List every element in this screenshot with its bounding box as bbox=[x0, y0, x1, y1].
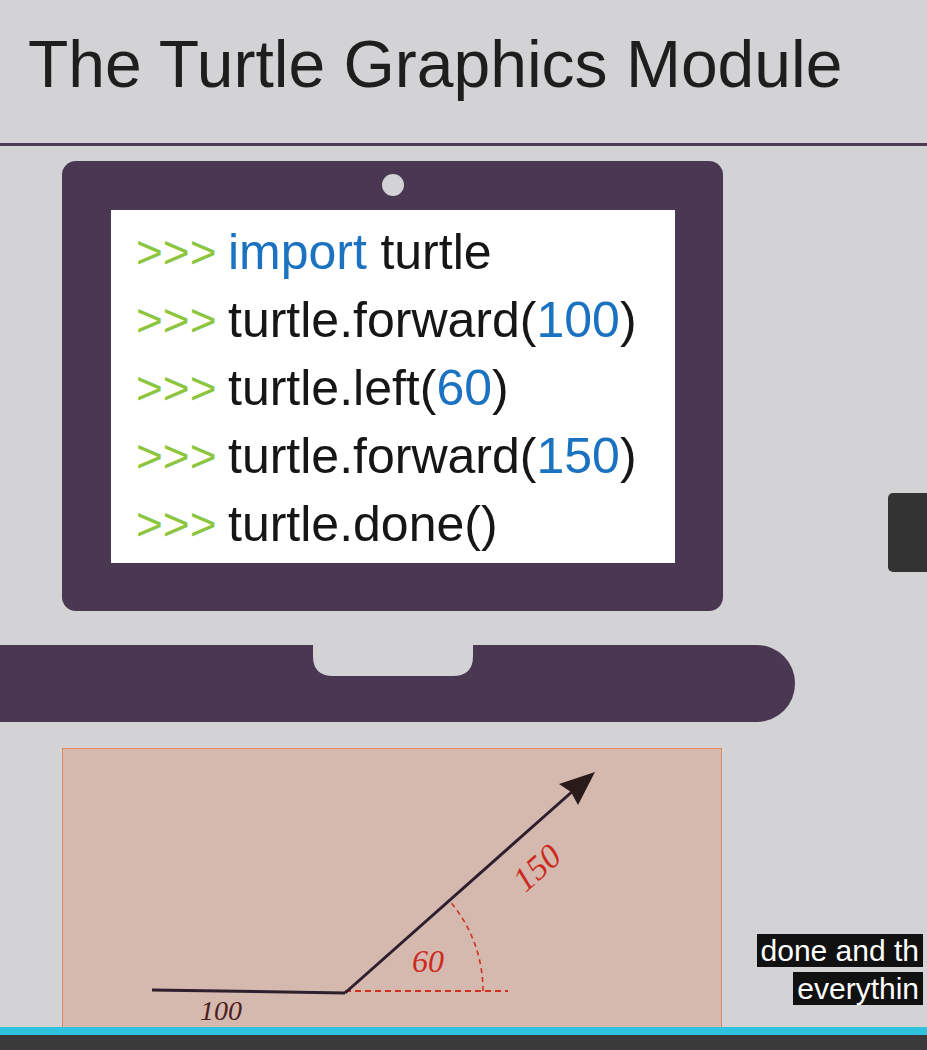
repl-prompt: >>> bbox=[136, 354, 217, 422]
repl-prompt: >>> bbox=[136, 422, 217, 490]
player-controls-bar bbox=[0, 1035, 927, 1050]
subtitle-caption: done and th everythin bbox=[751, 932, 923, 1008]
code-statement: turtle.left(60) bbox=[228, 354, 509, 422]
progress-bar bbox=[0, 1027, 927, 1035]
length-label: 100 bbox=[200, 997, 242, 1025]
code-text: turtle.forward( bbox=[228, 422, 536, 490]
drawing-panel: 150 60 100 bbox=[62, 748, 722, 1050]
turtle-arrowhead bbox=[559, 772, 595, 805]
code-number: 100 bbox=[536, 286, 619, 354]
code-screen: >>>importturtle>>>turtle.forward(100)>>>… bbox=[111, 210, 675, 563]
code-text: ) bbox=[492, 354, 509, 422]
code-statement: turtle.forward(100) bbox=[228, 286, 637, 354]
turtle-path-second bbox=[345, 790, 574, 993]
code-line: >>>turtle.forward(100) bbox=[111, 286, 675, 354]
code-text: ) bbox=[620, 286, 637, 354]
length-label: 150 bbox=[507, 838, 568, 897]
code-text: turtle.done() bbox=[228, 490, 498, 558]
code-statement: importturtle bbox=[228, 218, 492, 286]
code-line: >>>turtle.forward(150) bbox=[111, 422, 675, 490]
subtitle-text: done and th everythin bbox=[757, 934, 923, 1005]
code-text: turtle bbox=[380, 218, 491, 286]
code-keyword: import bbox=[228, 218, 367, 286]
angle-label: 60 bbox=[412, 945, 444, 977]
turtle-path-first bbox=[152, 990, 345, 993]
code-number: 150 bbox=[536, 422, 619, 490]
code-text: turtle.forward( bbox=[228, 286, 536, 354]
code-line: >>>turtle.done() bbox=[111, 490, 675, 558]
code-statement: turtle.forward(150) bbox=[228, 422, 637, 490]
code-number: 60 bbox=[436, 354, 492, 422]
laptop-lid bbox=[62, 161, 723, 611]
code-text: ) bbox=[620, 422, 637, 490]
webcam-dot bbox=[382, 174, 404, 196]
code-text: turtle.left( bbox=[228, 354, 436, 422]
laptop-base bbox=[0, 645, 795, 722]
code-line: >>>turtle.left(60) bbox=[111, 354, 675, 422]
code-line: >>>importturtle bbox=[111, 218, 675, 286]
repl-prompt: >>> bbox=[136, 286, 217, 354]
divider-line bbox=[0, 143, 927, 146]
repl-prompt: >>> bbox=[136, 218, 217, 286]
angle-arc bbox=[448, 900, 483, 992]
slide-title: The Turtle Graphics Module bbox=[28, 24, 842, 104]
side-button bbox=[888, 493, 927, 572]
code-statement: turtle.done() bbox=[228, 490, 498, 558]
laptop-notch bbox=[313, 645, 473, 676]
repl-prompt: >>> bbox=[136, 490, 217, 558]
drawing-panel-ground bbox=[63, 749, 722, 1050]
